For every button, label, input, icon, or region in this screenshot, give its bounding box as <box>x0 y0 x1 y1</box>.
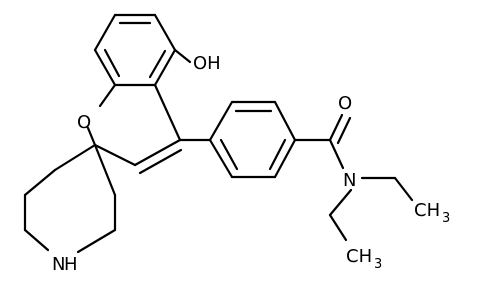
methyl-label-1: CH <box>414 200 440 221</box>
piperidine-ring: N H <box>23 143 117 275</box>
methyl-label-2: CH <box>346 246 372 267</box>
amide-group: O N <box>293 93 356 191</box>
piperidine-h-label: H <box>64 254 78 275</box>
chromene-benzene-ring <box>93 13 177 87</box>
pyran-ring: O <box>77 83 183 175</box>
hydroxyl-label: OH <box>193 53 221 74</box>
piperidine-n-label: N <box>52 254 65 275</box>
ring-oxygen-label: O <box>77 112 91 133</box>
phenyl-ring <box>208 100 297 179</box>
hydroxyl-group: OH <box>173 48 221 74</box>
carbonyl-o-label: O <box>338 93 352 114</box>
ethyl-groups: CH 3 CH 3 <box>328 176 450 272</box>
amide-n-label: N <box>343 170 356 191</box>
methyl-subscript-2: 3 <box>374 257 382 272</box>
methyl-subscript-1: 3 <box>442 211 450 226</box>
